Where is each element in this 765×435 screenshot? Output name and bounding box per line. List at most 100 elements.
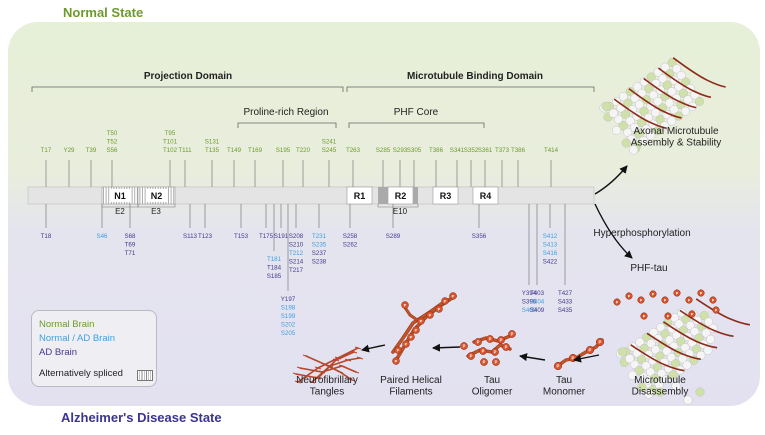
site-label: T95	[165, 130, 176, 137]
ad-site-s46: S46	[96, 204, 108, 240]
site-label: S258	[343, 233, 358, 240]
oligomer-bead: P	[460, 342, 468, 350]
bead-label: P	[667, 314, 670, 318]
mt-phospho-bead: P	[688, 310, 696, 318]
bead-label: P	[715, 308, 718, 312]
tangle-tick	[344, 358, 352, 362]
tangle-fiber	[297, 347, 359, 383]
label-phf-tau: PHF-tau	[630, 263, 667, 274]
legend-ad-brain: AD Brain	[39, 347, 78, 358]
domain-box-label: R4	[480, 191, 492, 201]
ad-microtubule	[615, 298, 751, 399]
site-label: T263	[346, 147, 361, 154]
site-label: T169	[248, 147, 263, 154]
ad-site-s191: S191	[274, 204, 289, 240]
bead-label: P	[616, 300, 619, 304]
site-label: S131	[205, 139, 220, 146]
site-label: T386	[429, 147, 444, 154]
site-label: T373	[495, 147, 510, 154]
oligomer-bead: P	[479, 347, 487, 355]
bead-label: P	[452, 294, 455, 299]
phf-bead: P	[392, 357, 400, 365]
site-label: S409	[530, 307, 545, 314]
phf-bead: P	[441, 297, 449, 305]
mt-phospho-bead: P	[649, 290, 657, 298]
mt-binding-domain-label: Microtubule Binding Domain	[407, 71, 543, 82]
tangle-tick	[302, 354, 310, 358]
tangle-tick	[320, 362, 328, 366]
bracket-proline	[237, 122, 337, 128]
mt-phospho-bead: P	[685, 296, 693, 304]
phf-branch-core	[403, 305, 421, 323]
mt-phospho-bead: P	[673, 289, 681, 297]
site-label: S235	[312, 242, 327, 249]
exon-e3-bracket: E3	[137, 204, 176, 216]
site-label: S245	[322, 147, 337, 154]
site-label: S191	[274, 233, 289, 240]
domain-box-label: N2	[151, 191, 163, 201]
normal-site-t39: T39	[86, 147, 97, 187]
tangle-tick	[314, 366, 322, 370]
ad-site-s289: S289	[386, 204, 401, 240]
site-label: S356	[472, 233, 487, 240]
domain-box-label: N1	[114, 191, 126, 201]
projection-domain-label: Projection Domain	[144, 71, 232, 82]
legend-normal-brain: Normal Brain	[39, 319, 95, 330]
normal-site-t386: T386	[511, 147, 526, 187]
bead-label: P	[420, 319, 423, 324]
oligomer-bead: P	[508, 330, 516, 338]
mt-phospho-bead: P	[661, 296, 669, 304]
site-label: T18	[41, 233, 52, 240]
site-label: S238	[312, 259, 327, 266]
site-label: S56	[106, 147, 118, 154]
domain-box-n1: N1	[101, 186, 139, 205]
phf-bead: P	[449, 292, 457, 300]
bead-label: P	[589, 348, 592, 353]
domain-box-r3: R3	[432, 186, 459, 205]
domain-box-r1: R1	[346, 186, 373, 205]
site-label: T69	[125, 242, 136, 249]
site-label: S341	[450, 147, 465, 154]
normal-site-s195: S195	[276, 147, 291, 187]
loose-tubulin	[655, 387, 665, 397]
phf-bead: P	[426, 311, 434, 319]
ad-site-t175: T175	[259, 204, 274, 240]
ad-site-t123: T123	[198, 204, 213, 240]
normal-state-title: Normal State	[63, 5, 144, 20]
tangle-tick	[336, 370, 344, 374]
site-label: S262	[343, 242, 358, 249]
site-label: T212	[289, 250, 304, 257]
arrow-phf-to-tangles	[361, 344, 386, 353]
bead-label: P	[664, 298, 667, 302]
site-label: S210	[289, 242, 304, 249]
label-hyperphosphorylation: Hyperphosphorylation	[593, 228, 690, 239]
normal-microtubule	[599, 57, 726, 155]
site-label: Y29	[63, 147, 75, 154]
phf-bead: P	[401, 301, 409, 309]
bead-label: P	[688, 298, 691, 302]
label-paired-helical-line: Filaments	[389, 387, 432, 398]
ad-site-s356: S356	[472, 204, 487, 240]
oligomer-bead: P	[480, 358, 488, 366]
site-label: S208	[289, 233, 304, 240]
legend-alternatively-spliced: Alternatively spliced	[39, 368, 123, 379]
mt-phospho-bead: P	[697, 289, 705, 297]
domain-box-label: R1	[354, 191, 366, 201]
tangle-fiber	[305, 355, 353, 381]
bead-label: P	[470, 354, 473, 359]
site-label: S416	[543, 250, 558, 257]
mt-phospho-bead: P	[613, 298, 621, 306]
mt-phospho-bead: P	[637, 296, 645, 304]
site-label: T101	[163, 139, 178, 146]
label-axonal-assembly-line: Axonal Microtubule	[633, 126, 718, 137]
oligomer-bead: P	[497, 336, 505, 344]
site-label: T50	[107, 130, 118, 137]
